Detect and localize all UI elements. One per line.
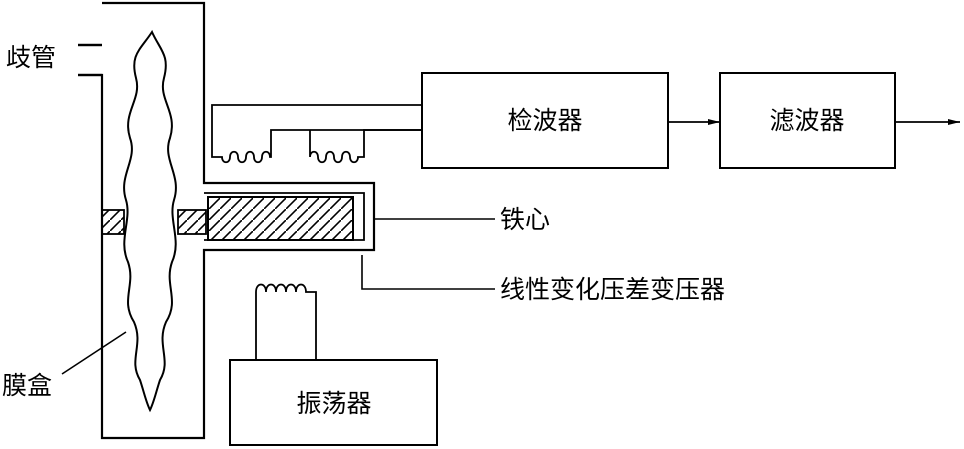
- capsule-bellows: [123, 29, 177, 413]
- primary-coil: [255, 283, 317, 360]
- capsule-leader: [61, 331, 127, 375]
- capsule-label: 膜盒: [2, 371, 52, 400]
- oscillator-box: [229, 359, 438, 446]
- oscillator-label: 振荡器: [296, 389, 371, 418]
- detector-label: 检波器: [507, 106, 582, 135]
- lvdt-leader: [361, 255, 495, 290]
- secondary-coil-right: [309, 129, 422, 164]
- secondary-coils-wire: [211, 104, 422, 164]
- lvdt-label: 线性变化压差变压器: [500, 275, 725, 304]
- rod-left: [101, 209, 125, 235]
- detector-box: [421, 72, 669, 169]
- iron-core: [207, 196, 354, 241]
- iron-core-label: 铁心: [500, 205, 550, 234]
- filter-label: 滤波器: [769, 106, 844, 135]
- filter-box: [719, 72, 896, 169]
- rod-right: [177, 209, 207, 235]
- manifold-label: 歧管: [6, 43, 56, 72]
